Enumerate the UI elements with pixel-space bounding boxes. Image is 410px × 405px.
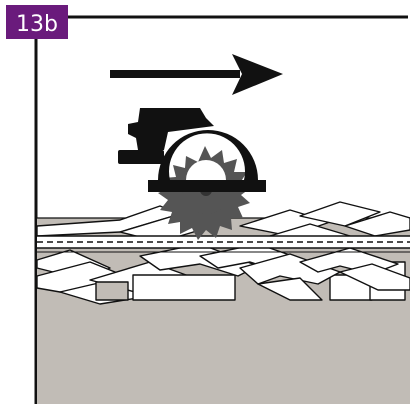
- blade-guard: [158, 130, 258, 180]
- step-badge-background: [6, 5, 68, 39]
- saw-base-plate: [148, 180, 266, 192]
- circular-saw-icon: [118, 108, 266, 240]
- saw-handle: [128, 108, 214, 150]
- herringbone-planks: [36, 201, 410, 305]
- arrow-right-icon: [110, 54, 283, 95]
- cut-line: [37, 235, 410, 253]
- step-badge: 13b: [6, 5, 68, 39]
- step-badge-label: 13b: [16, 12, 58, 37]
